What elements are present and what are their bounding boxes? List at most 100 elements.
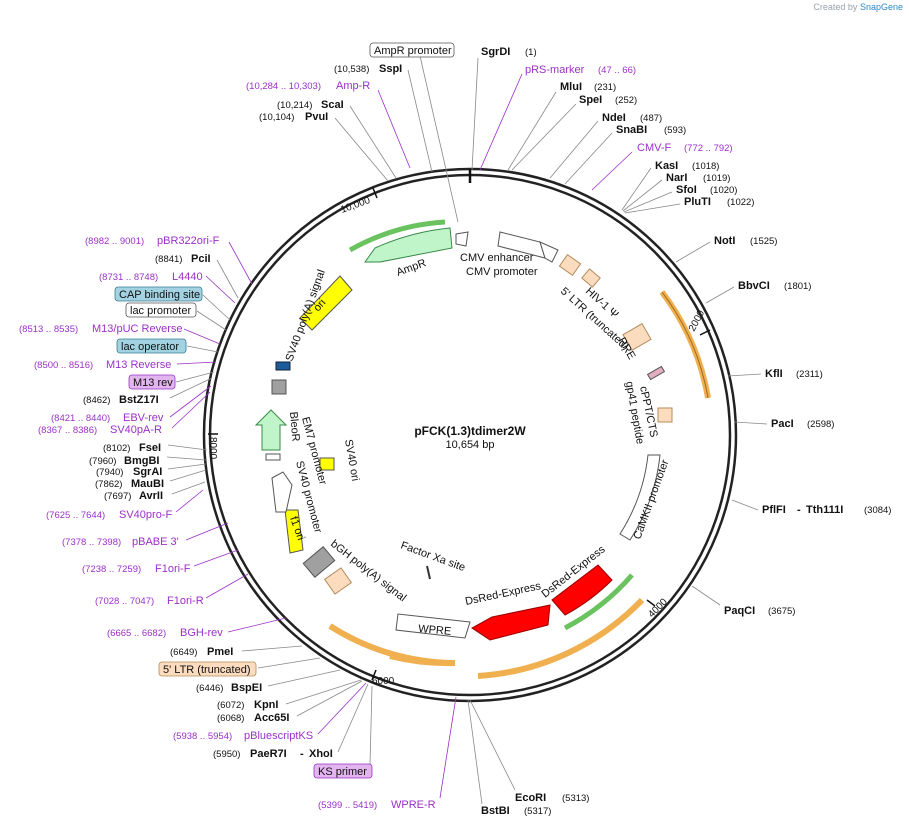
enzyme-pflfi-pos: (3084)	[864, 505, 891, 516]
primer-cmvf: CMV-F	[637, 142, 672, 154]
primer-bgh-rev: BGH-rev	[180, 627, 223, 639]
enzyme-paci: PacI	[771, 418, 794, 430]
enzyme-nari-pos: (1019)	[703, 173, 730, 184]
enzyme-kpni-pos: (6072)	[217, 700, 244, 711]
ori-shape	[299, 275, 353, 331]
feature-lac-promoter: lac promoter	[130, 305, 191, 317]
label-cmv-enhancer: CMV enhancer	[460, 252, 534, 264]
primer-amp-r: Amp-R	[336, 80, 370, 92]
gp41-shape	[657, 407, 673, 423]
label-cmv-promoter: CMV promoter	[466, 266, 538, 278]
label-factor-xa: Factor Xa site	[399, 540, 467, 574]
conn-kpni	[285, 679, 362, 705]
primer-pbr322: pBR322ori-F	[157, 235, 220, 247]
primer-l4440-range: (8731 .. 8748)	[99, 272, 158, 283]
primer-f1ori-f-range: (7238 .. 7259)	[82, 564, 141, 575]
enzyme-avrii: AvrII	[139, 490, 163, 502]
primer-sv40pa-r-range: (8367 .. 8386)	[38, 425, 97, 436]
enzyme-kasi-pos: (1018)	[692, 161, 719, 172]
enzyme-tth111i-dash: -	[797, 504, 801, 516]
ampr-promoter-shape	[455, 231, 469, 247]
enzyme-bbvci: BbvCI	[738, 280, 770, 292]
conn-mlui	[507, 91, 557, 171]
enzyme-xhoi-dash: -	[300, 748, 304, 760]
enzyme-ndei-pos: (487)	[640, 113, 662, 124]
enzyme-bstbi-pos: (5317)	[524, 806, 551, 817]
conn-ecori	[469, 699, 516, 791]
conn-noti	[675, 241, 711, 263]
plasmid-length: 10,654 bp	[446, 439, 495, 451]
enzyme-spei: SpeI	[579, 94, 602, 106]
enzyme-mlui-pos: (231)	[594, 82, 616, 93]
conn-paer7i	[337, 683, 369, 753]
hiv-psi-shape	[558, 253, 582, 277]
primer-pbluescriptks: pBluescriptKS	[244, 730, 313, 742]
conn-ks-primer	[369, 685, 373, 766]
bleor-shape	[254, 409, 288, 451]
enzyme-nari: NarI	[666, 172, 687, 184]
arc-orange-1-edge	[661, 291, 709, 399]
enzyme-sgrai-pos: (7940)	[96, 467, 123, 478]
primer-f1ori-r-range: (7028 .. 7047)	[95, 596, 154, 607]
enzyme-maubi-pos: (7862)	[95, 479, 122, 490]
enzyme-xhoi: XhoI	[309, 748, 333, 760]
cppt-shape	[646, 365, 666, 381]
primer-m13reverse: M13 Reverse	[106, 359, 171, 371]
arc-orange-4	[389, 653, 456, 667]
enzyme-snabi: SnaBI	[616, 124, 647, 136]
conn-bstz17i	[169, 377, 213, 399]
label-wpre: WPRE	[418, 623, 452, 638]
feature-5ltr-box	[158, 661, 257, 677]
feature-lac-operator: lac operator	[121, 341, 179, 353]
primer-f1ori-f: F1ori-F	[155, 563, 191, 575]
lac-mini-boxes	[275, 361, 291, 371]
enzyme-ecori-pos: (5313)	[562, 793, 589, 804]
enzyme-bspei-pos: (6446)	[196, 683, 223, 694]
tick-10000	[372, 187, 378, 199]
conn-nari	[622, 179, 663, 212]
em7-shape	[265, 453, 281, 461]
tick-6000	[371, 669, 377, 681]
primer-pbabe-range: (7378 .. 7398)	[62, 537, 121, 548]
enzyme-pluti: PluTI	[684, 196, 711, 208]
bgh-shape	[323, 567, 353, 595]
tick-label-6000: 6000	[372, 676, 395, 687]
conn-maubi	[169, 469, 207, 482]
snapgene-logo: SnapGene	[859, 2, 903, 12]
label-ampr: AmpR	[395, 257, 428, 279]
enzyme-kpni: KpnI	[254, 699, 278, 711]
primer-bgh-rev-range: (6665 .. 6682)	[107, 628, 166, 639]
primer-m13puc-range: (8513 .. 8535)	[19, 324, 78, 335]
conn-bgh-rev	[227, 617, 287, 633]
arc-green-2	[348, 219, 446, 253]
arc-orange-2	[477, 597, 645, 679]
enzyme-noti-pos: (1525)	[750, 236, 777, 247]
conn-ndei	[549, 120, 599, 179]
enzyme-pmei-pos: (6649)	[170, 647, 197, 658]
enzyme-maubi: MauBI	[131, 478, 164, 490]
primer-pbr322-range: (8982 .. 9001)	[85, 236, 144, 247]
label-sv40-ori: SV40 ori	[342, 438, 361, 482]
conn-bmgbi	[166, 456, 207, 461]
conn-sgrai	[167, 463, 207, 470]
enzyme-ndei: NdeI	[602, 112, 626, 124]
feature-lac-promoter-box	[125, 302, 197, 318]
enzyme-bmgbi: BmgBI	[124, 455, 159, 467]
conn-sfoi	[623, 191, 673, 213]
conn-prs-marker	[479, 73, 523, 171]
enzyme-paqci-pos: (3675)	[768, 606, 795, 617]
enzyme-sgrdi-pos: (1)	[525, 47, 537, 58]
conn-pcii	[216, 259, 239, 299]
conn-kasi	[621, 167, 652, 211]
enzyme-acc65i: Acc65I	[254, 712, 289, 724]
enzyme-ecori: EcoRI	[515, 792, 546, 804]
conn-pbr322	[228, 241, 253, 285]
enzyme-pvui: PvuI	[305, 111, 328, 123]
primer-sv40pro-f-range: (7625 .. 7644)	[46, 510, 105, 521]
feature-ampr-promoter-box	[369, 42, 455, 58]
conn-l4440	[205, 275, 236, 304]
conn-f1ori-f	[193, 549, 239, 567]
enzyme-scai-pos: (10,214)	[277, 100, 312, 111]
conn-paci	[733, 421, 768, 425]
conn-bspei	[267, 669, 341, 687]
